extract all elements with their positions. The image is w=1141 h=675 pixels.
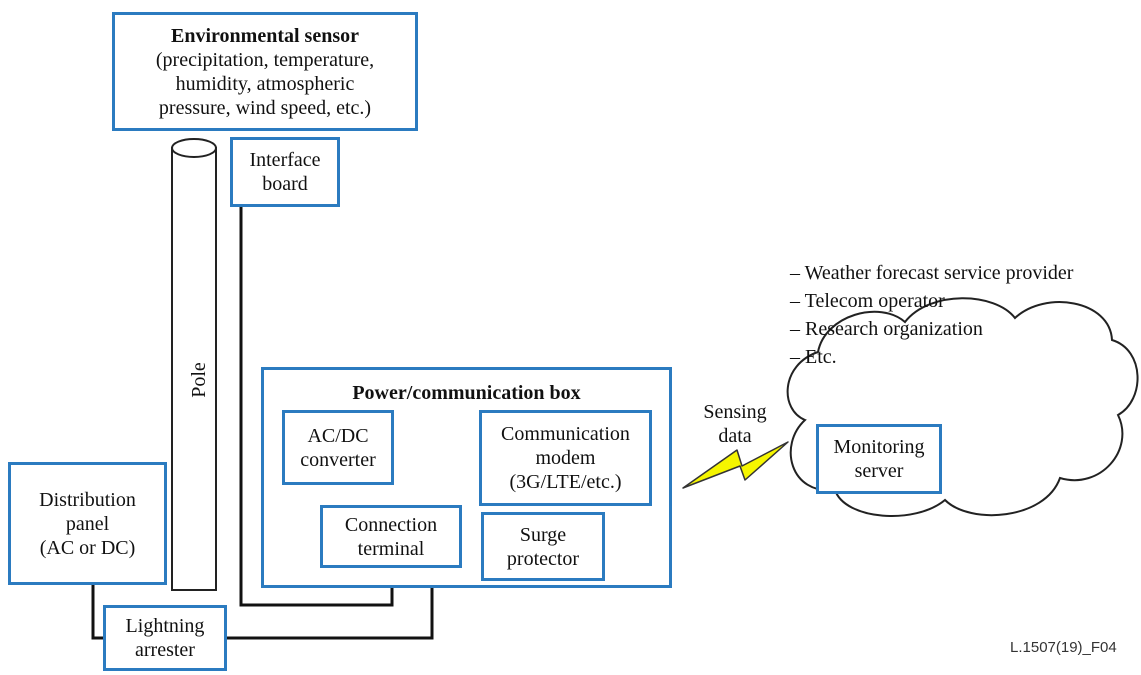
surge-protector-box: Surge protector bbox=[481, 512, 605, 581]
distribution-panel-line-1: Distribution bbox=[39, 488, 136, 511]
distribution-panel-line-3: (AC or DC) bbox=[39, 536, 136, 559]
pole-top bbox=[171, 138, 217, 158]
lightning-arrester-box: Lightning arrester bbox=[103, 605, 227, 671]
lightning-arrester-line-1: Lightning bbox=[125, 615, 205, 637]
pole-body bbox=[171, 147, 217, 591]
environmental-sensor-line-1: (precipitation, temperature, bbox=[155, 48, 375, 71]
lightning-arrester-line-2: arrester bbox=[135, 639, 195, 661]
distribution-panel-line-2: panel bbox=[65, 512, 110, 535]
terminal-line-1: Connection bbox=[344, 513, 438, 536]
ac-dc-line-1: AC/DC bbox=[307, 424, 369, 447]
modem-line-3: (3G/LTE/etc.) bbox=[509, 471, 622, 493]
monitoring-server-line-2: server bbox=[854, 460, 904, 482]
communication-modem-box: Communication modem (3G/LTE/etc.) bbox=[479, 410, 652, 506]
surge-line-2: protector bbox=[506, 547, 580, 570]
power-box-title: Power/communication box bbox=[352, 382, 581, 404]
surge-line-1: Surge bbox=[519, 523, 567, 546]
wire-arrester-to-terminal bbox=[226, 565, 434, 640]
monitoring-server-box: Monitoring server bbox=[816, 424, 942, 494]
lightning-bolt-icon bbox=[682, 441, 789, 489]
data-user-item: – Research organization bbox=[790, 318, 983, 340]
sensing-data-line-1: Sensing bbox=[703, 401, 767, 423]
pole-label: Pole bbox=[188, 362, 210, 398]
modem-line-2: modem bbox=[535, 447, 596, 469]
interface-board-line-1: Interface bbox=[249, 149, 321, 171]
figure-id: L.1507(19)_F04 bbox=[1010, 639, 1117, 656]
data-users-list: – Weather forecast service provider – Te… bbox=[790, 259, 1073, 371]
modem-line-1: Communication bbox=[501, 423, 630, 445]
environmental-sensor-box: Environmental sensor (precipitation, tem… bbox=[112, 12, 418, 131]
sensing-data-label: Sensing data bbox=[690, 400, 780, 448]
monitoring-server-line-1: Monitoring bbox=[833, 436, 925, 458]
environmental-sensor-line-3: pressure, wind speed, etc.) bbox=[158, 96, 372, 119]
data-user-item: – Weather forecast service provider bbox=[790, 262, 1074, 284]
sensing-data-line-2: data bbox=[718, 425, 752, 447]
interface-board-box: Interface board bbox=[230, 137, 340, 207]
distribution-panel-box: Distribution panel (AC or DC) bbox=[8, 462, 167, 585]
ac-dc-converter-box: AC/DC converter bbox=[282, 410, 394, 485]
environmental-sensor-line-2: humidity, atmospheric bbox=[175, 72, 355, 95]
data-user-item: – Telecom operator bbox=[790, 290, 945, 312]
interface-board-line-2: board bbox=[262, 173, 308, 195]
connection-terminal-box: Connection terminal bbox=[320, 505, 462, 568]
terminal-line-2: terminal bbox=[357, 537, 425, 560]
wire-panel-to-arrester bbox=[91, 585, 104, 640]
environmental-sensor-title: Environmental sensor bbox=[171, 24, 359, 47]
data-user-item: – Etc. bbox=[790, 346, 837, 368]
ac-dc-line-2: converter bbox=[300, 448, 376, 471]
